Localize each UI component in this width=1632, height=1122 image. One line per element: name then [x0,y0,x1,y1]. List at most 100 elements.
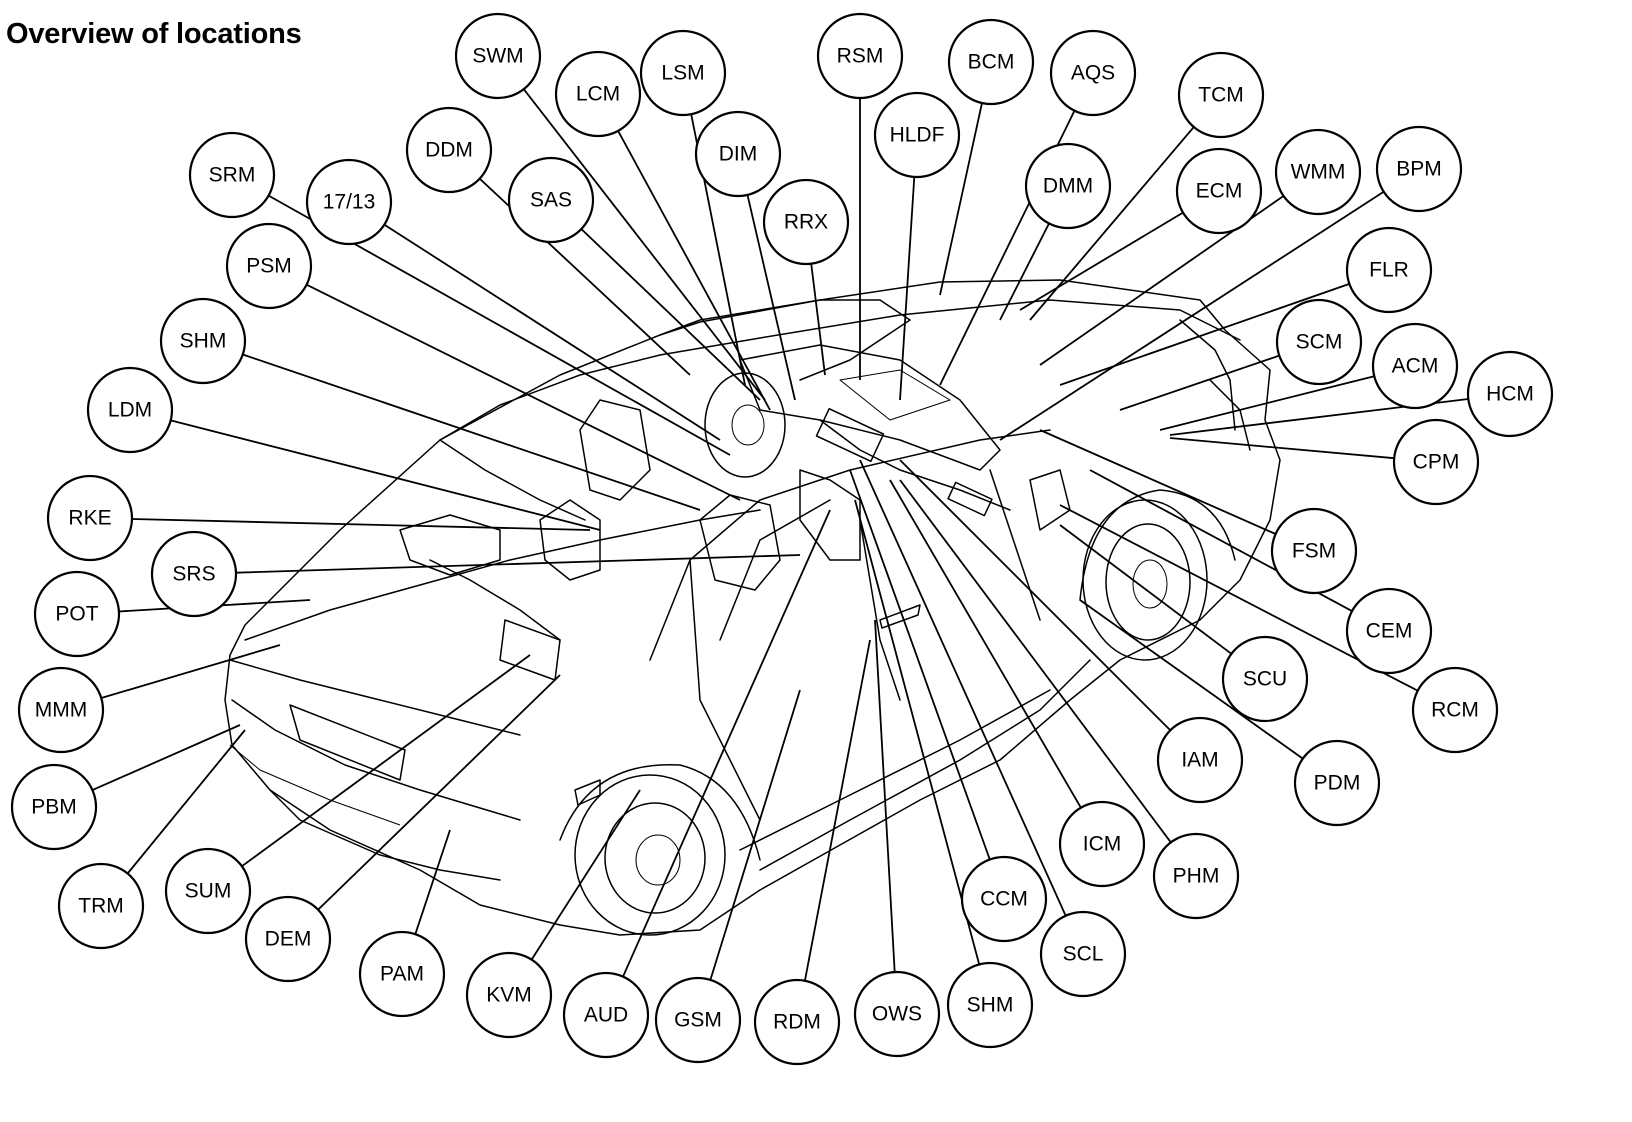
badge-circle [1371,322,1459,410]
leader-line-21 [1119,354,1280,411]
leader-line-19 [1059,283,1350,386]
badge-label: WMM [1291,161,1346,184]
leader-line-29 [235,554,801,574]
location-badge-45: KVM [465,951,553,1039]
location-badge-11: DMM [1024,142,1112,230]
badge-label: AQS [1071,62,1115,85]
leader-line-24 [1169,437,1395,460]
badge-label: PSM [246,255,292,278]
location-badge-21: SCM [1275,298,1363,386]
badge-circle [947,18,1035,106]
badge-circle [1270,507,1358,595]
location-badge-30: SCU [1221,635,1309,723]
location-badge-50: SHM [946,961,1034,1049]
car-outline-drawing [224,279,1281,936]
location-badge-14: BPM [1375,125,1463,213]
badge-label: RSM [837,45,884,68]
badge-circle [960,855,1048,943]
badge-label: DDM [425,139,473,162]
location-badge-38: PHM [1152,832,1240,920]
location-badge-29: SRS [150,530,238,618]
badge-label: SCU [1243,668,1287,691]
badge-circle [1221,635,1309,723]
location-badge-9: DDM [405,106,493,194]
badge-label: KVM [486,984,532,1007]
location-badge-28: CEM [1345,587,1433,675]
badge-circle [1275,298,1363,386]
badge-label: TCM [1198,84,1244,107]
badge-circle [1411,666,1499,754]
location-badge-31: RCM [1411,666,1499,754]
badge-label: PDM [1314,772,1361,795]
badge-label: HCM [1486,383,1534,406]
badge-label: RCM [1431,699,1479,722]
leader-line-46 [622,509,831,977]
leader-line-12 [1019,211,1184,311]
badge-circle [159,297,247,385]
badge-circle [507,156,595,244]
location-badge-25: LDM [86,366,174,454]
badge-label: AUD [584,1004,628,1027]
location-badge-26: FSM [1270,507,1358,595]
badge-label: PAM [380,963,424,986]
leader-line-43 [859,459,1067,917]
badge-circle [225,222,313,310]
badge-circle [244,895,332,983]
location-badge-16: SRM [188,131,276,219]
badge-circle [816,12,904,100]
leader-line-48 [804,639,871,981]
location-badge-23: HCM [1466,350,1554,438]
leader-line-3 [746,194,796,401]
badge-label: SUM [185,880,232,903]
location-badge-48: RDM [753,978,841,1066]
leader-line-30 [1059,524,1232,655]
badge-circle [1058,800,1146,888]
badge-label: CPM [1413,451,1460,474]
location-badge-41: DEM [244,895,332,983]
badge-label: RRX [784,211,828,234]
badge-circle [150,530,238,618]
location-badge-49: OWS [853,970,941,1058]
leader-line-34 [899,459,1171,731]
location-badge-8: TCM [1177,51,1265,139]
badge-label: DIM [719,143,758,166]
location-badge-22: ACM [1371,322,1459,410]
badge-circle [654,976,742,1064]
leader-line-39 [126,729,246,875]
badge-circle [1177,51,1265,139]
badge-circle [1049,29,1137,117]
location-badge-10: RRX [762,178,850,266]
badge-label: SHM [180,330,227,353]
leader-line-14 [999,191,1385,441]
location-badge-4: RSM [816,12,904,100]
badge-label: SCM [1296,331,1343,354]
leader-line-10 [810,263,826,376]
badge-label: POT [55,603,98,626]
badge-label: BPM [1396,158,1442,181]
leader-line-5 [939,102,983,296]
badge-circle [946,961,1034,1049]
location-badge-39: TRM [57,862,145,950]
badge-label: CEM [1366,620,1413,643]
leader-line-1 [617,130,771,411]
location-badge-20: SHM [159,297,247,385]
location-badge-7: HLDF [873,91,961,179]
badge-circle [1345,226,1433,314]
badge-circle [17,666,105,754]
badge-circle [1156,716,1244,804]
badge-label: OWS [872,1003,922,1026]
leader-line-33 [101,644,281,699]
leader-line-17 [383,223,721,441]
location-badge-15: SAS [507,156,595,244]
badge-circle [33,570,121,658]
location-badge-43: SCL [1039,910,1127,998]
badge-label: SRM [209,164,256,187]
badge-label: ACM [1392,355,1439,378]
badge-circle [554,50,642,138]
badge-circle [46,474,134,562]
location-badge-24: CPM [1392,418,1480,506]
leader-line-20 [242,353,701,511]
badge-label: CCM [980,888,1028,911]
badge-circle [1024,142,1112,230]
